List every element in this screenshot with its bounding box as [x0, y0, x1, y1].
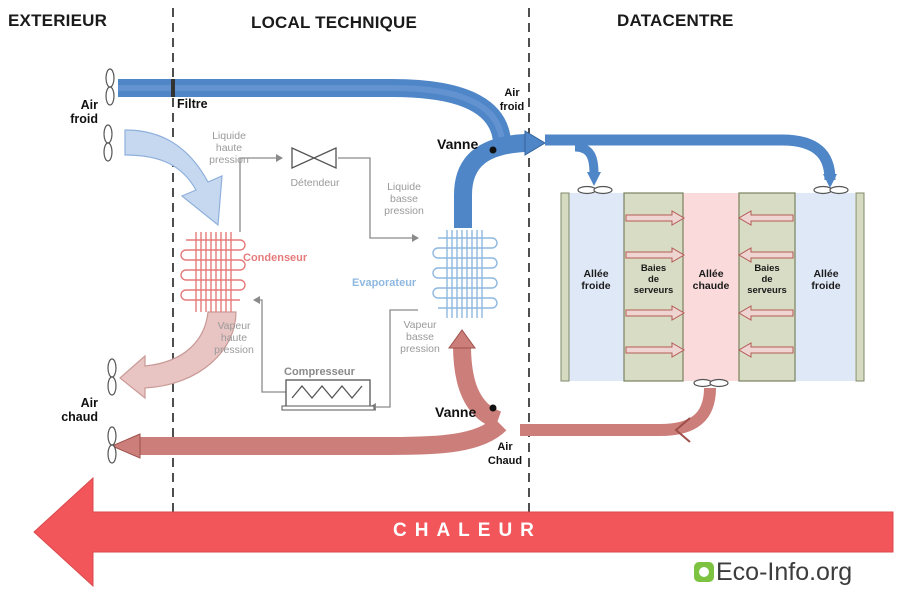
fan-icon: [813, 185, 849, 195]
baies-serveurs-right-label: Baies de serveurs: [747, 263, 787, 296]
condenseur-coil: [180, 232, 246, 312]
wall-left: [560, 192, 570, 382]
vanne-dot-bottom: [489, 404, 497, 412]
hot-aisle: [683, 193, 739, 381]
liquide-haute-pression-label: Liquide haute pression: [209, 130, 249, 166]
cold-aisle-left: [568, 193, 624, 381]
eco-info-logo-icon: [694, 562, 714, 582]
detendeur-symbol: [291, 146, 337, 170]
refrigeration-loop: [239, 154, 419, 411]
vanne-top-label: Vanne: [437, 136, 479, 152]
fan-icon: [103, 124, 113, 162]
section-local-technique: LOCAL TECHNIQUE: [251, 13, 418, 32]
cold-aisle-right: [795, 193, 855, 381]
filtre-label: Filtre: [177, 97, 208, 111]
liquide-basse-pression-label: Liquide basse pression: [384, 181, 424, 217]
baies-serveurs-left-label: Baies de serveurs: [633, 263, 674, 296]
cold-air-duct: [118, 79, 837, 228]
fan-icon: [105, 68, 115, 106]
detendeur-label: Détendeur: [290, 177, 340, 189]
hot-air-return: [110, 329, 716, 459]
fan-icon: [577, 185, 613, 195]
section-exterieur: EXTERIEUR: [8, 11, 108, 30]
compresseur-symbol: [281, 379, 375, 411]
vanne-dot-top: [489, 146, 497, 154]
vanne-bottom-label: Vanne: [435, 404, 477, 420]
fan-icon: [693, 378, 729, 388]
evaporateur-coil: [432, 230, 498, 318]
vapeur-basse-pression-label: Vapeur basse pression: [400, 319, 440, 355]
chaleur-label: CHALEUR: [393, 520, 542, 541]
intake-cold-air-arrow: [124, 129, 223, 227]
exhaust-warm-air-arrow: [119, 311, 237, 400]
vapeur-haute-pression-label: Vapeur haute pression: [214, 320, 254, 356]
filtre-mark: [171, 79, 175, 97]
fan-icon: [107, 426, 117, 464]
fan-icon: [107, 358, 117, 396]
chaleur-arrow: [33, 476, 894, 588]
condenseur-label: Condenseur: [243, 252, 308, 264]
compresseur-label: Compresseur: [284, 366, 355, 378]
section-datacentre: DATACENTRE: [617, 11, 734, 30]
rack-airflow-arrows: [625, 210, 794, 358]
wall-right: [855, 192, 865, 382]
evaporateur-label: Evaporateur: [352, 277, 417, 289]
brand-logo-text: Eco-Info.org: [716, 558, 853, 586]
